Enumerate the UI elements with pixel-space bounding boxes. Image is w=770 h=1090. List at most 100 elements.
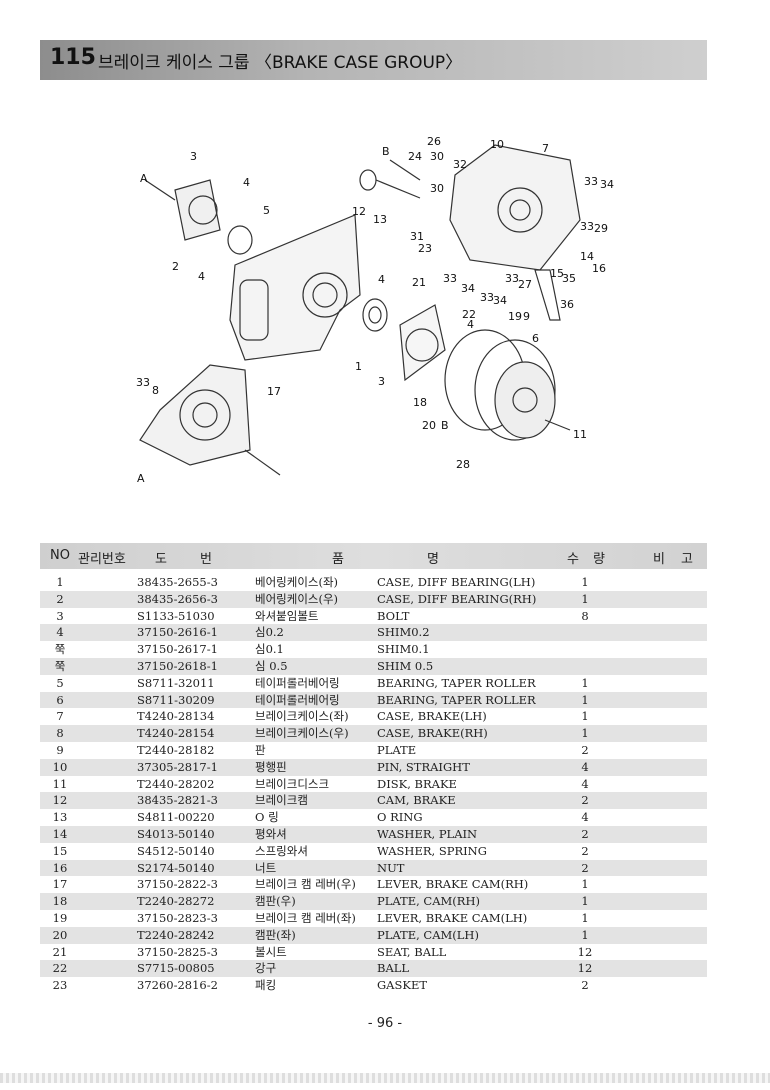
part-callout: 34	[493, 294, 507, 307]
header-remarks-1: 비	[653, 552, 665, 567]
part-callout: 33	[136, 376, 150, 389]
part-callout: 7	[542, 142, 549, 155]
part-number: 37305-2817-1	[137, 759, 218, 774]
part-name-korean: 브레이크케이스(우)	[255, 726, 349, 741]
part-callout: 30	[430, 150, 444, 163]
part-index: 1	[56, 575, 64, 589]
part-name-korean: 테이퍼롤러베어링	[255, 675, 340, 690]
part-callout: 4	[378, 273, 385, 286]
header-no: NO	[50, 548, 70, 563]
part-callout: 33	[443, 272, 457, 285]
part-callout: 30	[430, 182, 444, 195]
part-quantity: 1	[581, 692, 589, 707]
part-quantity: 12	[577, 944, 593, 959]
part-number: T2440-28182	[137, 742, 215, 757]
part-name-korean: 브레이크케이스(좌)	[255, 709, 349, 724]
part-callout: 12	[352, 205, 366, 218]
part-callout: 24	[408, 150, 422, 163]
part-index: 17	[52, 877, 68, 892]
part-name-korean: 테이퍼롤러베어링	[255, 692, 340, 707]
part-number: T4240-28134	[137, 709, 215, 724]
part-name-english: LEVER, BRAKE CAM(LH)	[377, 910, 528, 925]
part-callout: 23	[418, 242, 432, 255]
part-number: 37150-2825-3	[137, 944, 218, 959]
part-name-english: BALL	[377, 961, 410, 976]
part-index: 13	[52, 810, 68, 825]
part-name-english: GASKET	[377, 978, 428, 993]
part-callout: 33	[584, 175, 598, 188]
part-callout: 16	[592, 262, 606, 275]
part-index: 쭉	[54, 658, 66, 673]
part-callout: 35	[562, 272, 576, 285]
part-callout: A	[140, 172, 148, 185]
part-name-english: CASE, DIFF BEARING(RH)	[377, 591, 537, 606]
part-name-korean: 심0.2	[255, 625, 284, 640]
part-name-korean: 베어링케이스(우)	[255, 591, 339, 606]
part-name-korean: 브레이크캠	[255, 793, 308, 808]
part-name-korean: 판	[255, 742, 266, 757]
part-callout: 3	[190, 150, 197, 163]
part-callout: 4	[467, 318, 474, 331]
part-number: S8711-30209	[137, 692, 215, 707]
part-callout: 20	[422, 419, 436, 432]
part-number: S4512-50140	[137, 843, 215, 858]
part-number: 37150-2822-3	[137, 877, 218, 892]
part-callout: 31	[410, 230, 424, 243]
part-name-english: O RING	[377, 810, 423, 825]
part-callout: 8	[152, 384, 159, 397]
part-callout: 18	[413, 396, 427, 409]
part-callout: 4	[198, 270, 205, 283]
scan-edge	[0, 1073, 770, 1083]
part-index: 9	[56, 742, 64, 757]
section-number: 115	[50, 45, 96, 70]
part-name-english: SHIM0.1	[377, 642, 430, 657]
part-callout: 17	[267, 385, 281, 398]
header-part-name-1: 품	[332, 552, 344, 567]
part-name-english: PLATE, CAM(LH)	[377, 927, 479, 942]
part-index: 20	[52, 927, 68, 942]
part-callout: 26	[427, 135, 441, 148]
part-index: 4	[56, 625, 64, 640]
part-number: 37150-2618-1	[137, 658, 218, 673]
part-callout: B	[441, 419, 449, 432]
part-name-english: NUT	[377, 860, 405, 875]
part-name-english: CASE, DIFF BEARING(LH)	[377, 575, 536, 589]
part-name-english: SHIM 0.5	[377, 658, 434, 673]
part-quantity: 2	[581, 793, 589, 808]
part-callout: 34	[600, 178, 614, 191]
part-index: 2	[56, 591, 64, 606]
header-qty-2: 량	[593, 552, 605, 567]
part-quantity: 1	[581, 877, 589, 892]
part-name-korean: 패킹	[255, 978, 277, 993]
part-name-korean: 너트	[255, 860, 277, 875]
part-callout: 5	[263, 204, 270, 217]
part-callout: 9	[523, 310, 530, 323]
part-number: S8711-32011	[137, 675, 215, 690]
part-name-english: PLATE, CAM(RH)	[377, 894, 480, 909]
part-callout: 22	[462, 308, 476, 321]
header-mgmt-no: 관리번호	[78, 552, 126, 567]
part-index: 10	[52, 759, 68, 774]
part-callout: 33	[580, 220, 594, 233]
part-callout: 33	[480, 291, 494, 304]
part-name-korean: 평행핀	[255, 759, 287, 774]
part-index: 11	[52, 776, 68, 791]
part-callout: 34	[461, 282, 475, 295]
part-name-english: WASHER, SPRING	[377, 843, 487, 858]
part-index: 18	[52, 894, 68, 909]
part-name-english: PIN, STRAIGHT	[377, 759, 470, 774]
part-index: 16	[52, 860, 68, 875]
part-number: T2440-28202	[137, 776, 215, 791]
